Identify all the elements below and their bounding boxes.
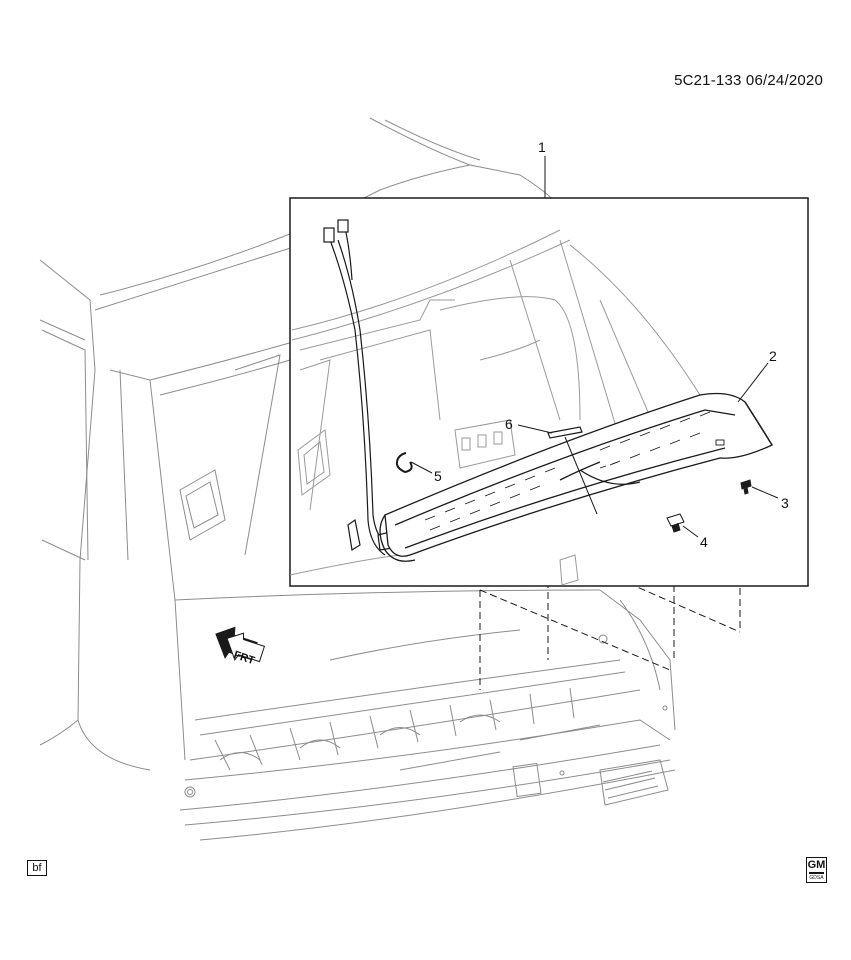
gm-logo-sub: GDSA xyxy=(809,875,824,881)
front-arrow-icon xyxy=(215,626,266,663)
callout-5: 5 xyxy=(434,468,442,484)
callout-4: 4 xyxy=(700,534,708,550)
diagram-id-date: 5C21-133 06/24/2020 xyxy=(674,72,823,89)
gm-logo-bar xyxy=(809,872,824,874)
retainer-clip xyxy=(666,513,685,533)
vehicle-rear-outline xyxy=(39,117,676,841)
push-pin-fastener xyxy=(740,479,752,495)
sill-panel-texture xyxy=(424,411,725,531)
pad-strip xyxy=(547,426,583,439)
callout-1: 1 xyxy=(538,139,546,155)
gm-logo: GM GDSA xyxy=(806,857,827,883)
hook-clip xyxy=(395,452,413,474)
detail-box xyxy=(289,197,809,587)
callout-leader-lines xyxy=(410,156,779,538)
wiring-harness xyxy=(323,219,393,556)
corner-tag-box: bf xyxy=(27,860,47,876)
callout-3: 3 xyxy=(781,495,789,511)
callout-2: 2 xyxy=(769,348,777,364)
sill-trim-panel xyxy=(379,392,773,562)
callout-6: 6 xyxy=(505,416,513,432)
gm-logo-main: GM xyxy=(807,859,826,871)
